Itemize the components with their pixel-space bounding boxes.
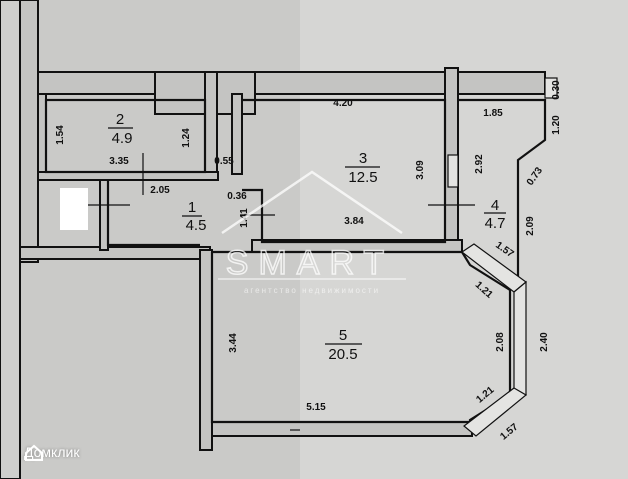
dim-0-30: 0.30 — [551, 80, 562, 100]
dim-bay-1-21-bottom: 1.21 — [474, 384, 496, 405]
dim-r1-height: 2.05 — [150, 185, 170, 196]
watermark-brand: SMART — [226, 244, 394, 282]
dim-bay-2-40: 2.40 — [539, 332, 550, 352]
dim-r2-left: 1.54 — [55, 125, 66, 145]
dim-r2-width: 3.35 — [109, 156, 129, 167]
dim-1-20: 1.20 — [551, 115, 562, 135]
watermark-subtitle: агентство недвижимости — [244, 286, 380, 295]
dim-r4-left: 2.92 — [474, 154, 485, 174]
bay-windows — [460, 243, 528, 437]
house-icon — [25, 444, 43, 461]
dim-0-73: 0.73 — [525, 165, 545, 188]
dim-r3-bottom: 3.84 — [344, 216, 364, 227]
redacted-area — [60, 188, 88, 230]
dim-r3-top: 4.20 — [333, 98, 353, 109]
room-4-number: 4 — [491, 197, 499, 214]
dim-r4-top: 1.85 — [483, 108, 503, 119]
dim-r5-left: 3.44 — [228, 333, 239, 353]
room-3-area: 12.5 — [348, 169, 377, 186]
dim-0-55: 0.55 — [214, 156, 234, 167]
dim-bay-2-08: 2.08 — [495, 332, 506, 352]
dim-bay-1-57-bottom: 1.57 — [498, 421, 520, 442]
dim-r4-right: 2.09 — [525, 216, 536, 236]
logo-text: Домклик — [24, 444, 80, 460]
room-3-number: 3 — [359, 150, 367, 167]
dim-r2-right: 1.24 — [181, 128, 192, 148]
dim-r3-right: 3.09 — [415, 160, 426, 180]
dim-r5-bottom: 5.15 — [306, 402, 326, 413]
domclick-logo: Домклик — [24, 444, 80, 461]
room-5-area: 20.5 — [328, 346, 357, 363]
room-5-number: 5 — [339, 327, 347, 344]
dim-bay-1-57-top: 1.57 — [493, 240, 516, 260]
room-4-area: 4.7 — [485, 215, 506, 232]
dim-0-36: 0.36 — [227, 191, 247, 202]
room-outlines — [44, 98, 547, 424]
room-1-number: 1 — [188, 199, 196, 216]
room-1-area: 4.5 — [186, 217, 207, 234]
watermark: SMART агентство недвижимости — [218, 170, 406, 295]
room-2-area: 4.9 — [112, 130, 133, 147]
dim-bay-1-21-top: 1.21 — [473, 280, 495, 301]
room-2-number: 2 — [116, 111, 124, 128]
